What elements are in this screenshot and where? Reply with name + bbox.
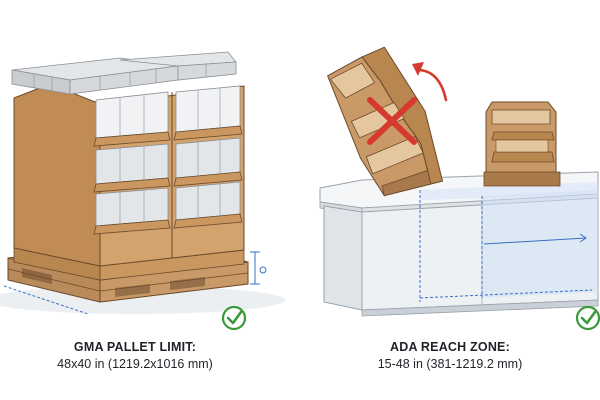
ada-reach-caption: ADA REACH ZONE: 15-48 in (381-1219.2 mm)	[335, 340, 565, 371]
counter-scene	[319, 46, 600, 331]
check-circle-icon	[221, 305, 247, 331]
tipping-display	[326, 46, 444, 197]
pallet-limit-title: GMA PALLET LIMIT:	[73, 340, 197, 354]
ada-reach-range: 15-48 in (381-1219.2 mm)	[377, 357, 523, 371]
ada-reach-zone	[419, 182, 598, 302]
pallet-limit-caption: GMA PALLET LIMIT: 48x40 in (1219.2x1016 …	[20, 340, 250, 371]
top-product-stack	[11, 51, 237, 95]
check-circle-icon	[575, 305, 600, 331]
pallet-limit-dimensions: 48x40 in (1219.2x1016 mm)	[57, 357, 213, 371]
red-x-icon	[367, 97, 417, 145]
pallet-display	[0, 51, 285, 331]
front-shelves	[93, 85, 243, 258]
upright-display	[483, 101, 561, 187]
curved-arrow-icon	[412, 62, 448, 102]
pallet-dimension-lines	[3, 251, 267, 315]
ada-reach-title: ADA REACH ZONE:	[390, 340, 510, 354]
